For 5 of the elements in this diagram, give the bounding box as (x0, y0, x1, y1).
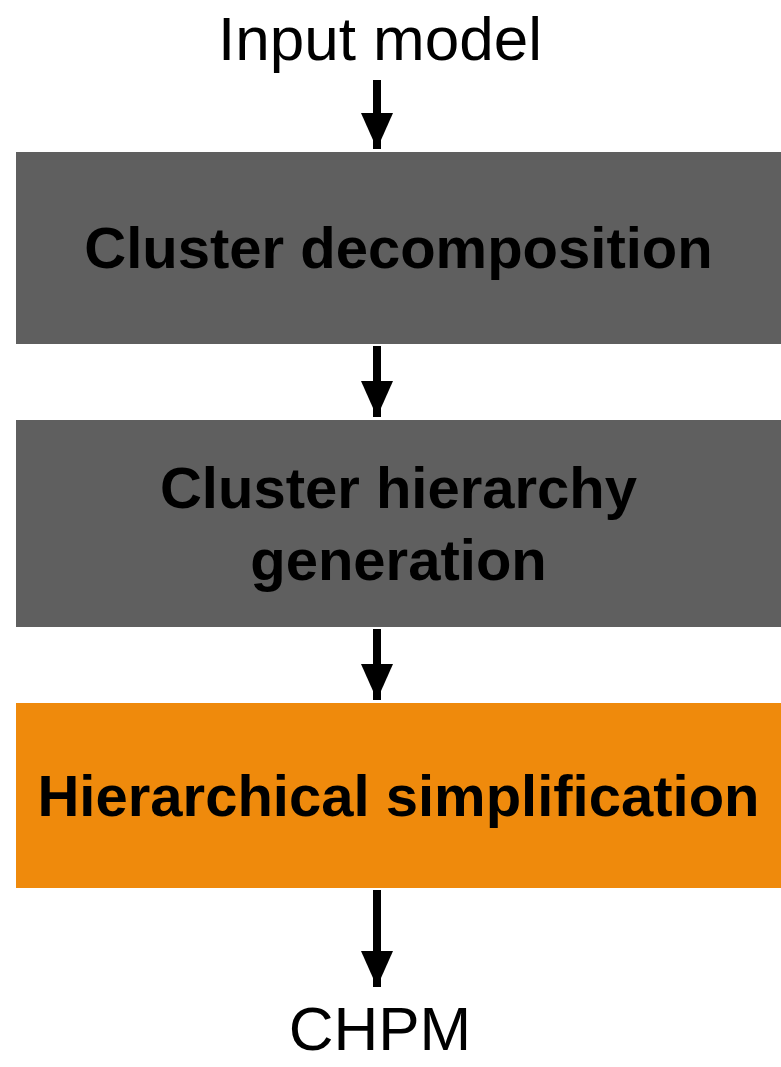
flow-text: CHPM (200, 990, 560, 1067)
process-box: Cluster decomposition (16, 152, 781, 344)
process-box: Hierarchical simplification (16, 703, 781, 888)
flow-text: Input model (120, 0, 640, 78)
process-box: Cluster hierarchy generation (16, 420, 781, 627)
